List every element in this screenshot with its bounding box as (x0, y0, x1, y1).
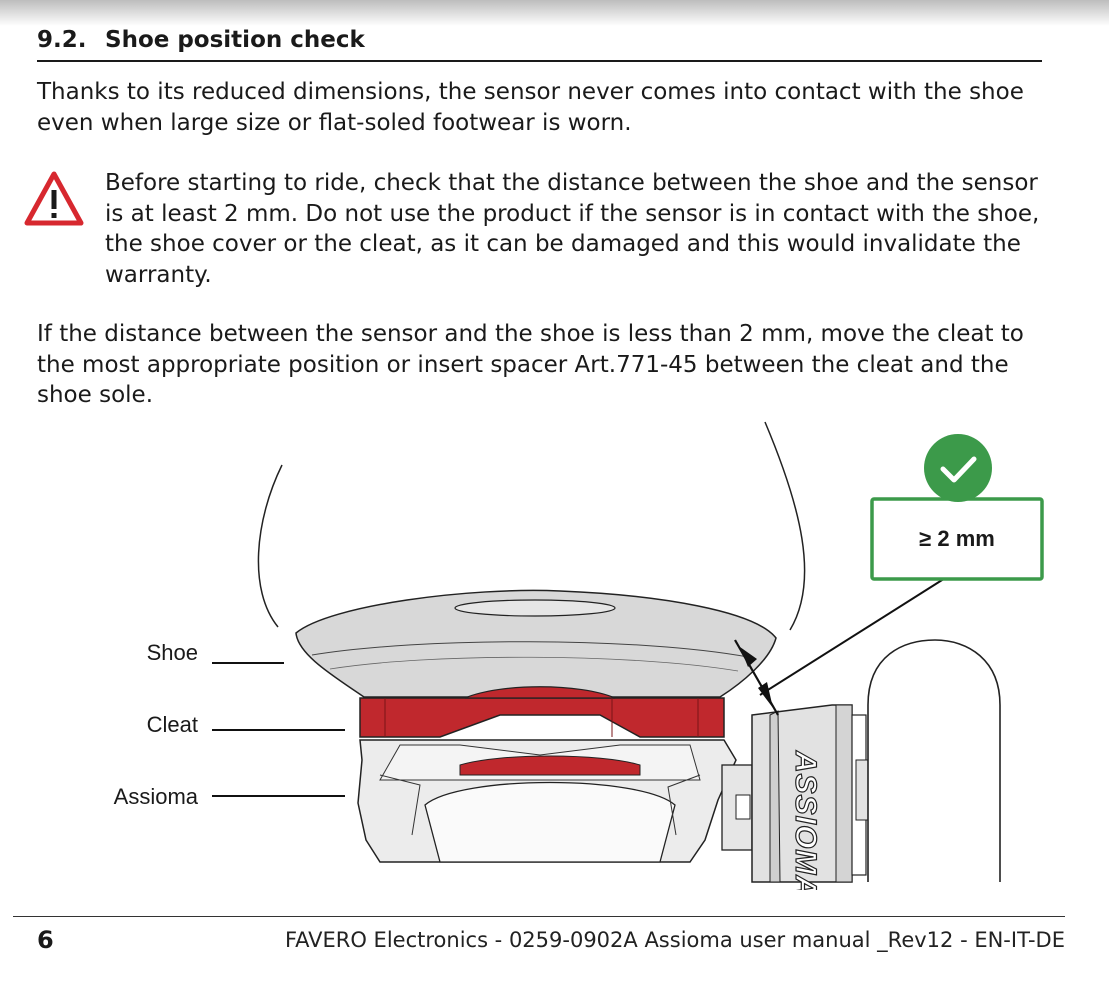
section-number: 9.2. (37, 27, 87, 53)
shoe-upper (257, 464, 283, 628)
page-number: 6 (37, 926, 54, 954)
label-cleat: Cleat (147, 712, 198, 737)
crank-arm (867, 639, 1001, 882)
label-shoe: Shoe (147, 640, 198, 665)
shoe-position-figure: ASSIOMA ≥ 2 mm Shoe Cleat Assioma (0, 415, 1109, 890)
distance-callout-text: ≥ 2 mm (919, 526, 995, 551)
warning-text: Before starting to ride, check that the … (105, 170, 1040, 288)
section-heading: 9.2. Shoe position check (37, 24, 1042, 62)
checkmark-badge-icon (924, 434, 992, 502)
shoe-sole (295, 589, 777, 698)
section-title: Shoe position check (105, 27, 365, 53)
warning-triangle-icon (22, 168, 86, 230)
label-assioma: Assioma (114, 784, 199, 809)
footer-text: FAVERO Electronics - 0259-0902A Assioma … (284, 928, 1065, 952)
instruction-paragraph: If the distance between the sensor and t… (37, 321, 1024, 408)
assioma-brand-text: ASSIOMA (789, 750, 822, 890)
page-top-shadow (0, 0, 1109, 26)
cleat-shape (359, 697, 725, 738)
footer-divider (13, 916, 1065, 917)
intro-paragraph: Thanks to its reduced dimensions, the se… (37, 79, 1024, 136)
